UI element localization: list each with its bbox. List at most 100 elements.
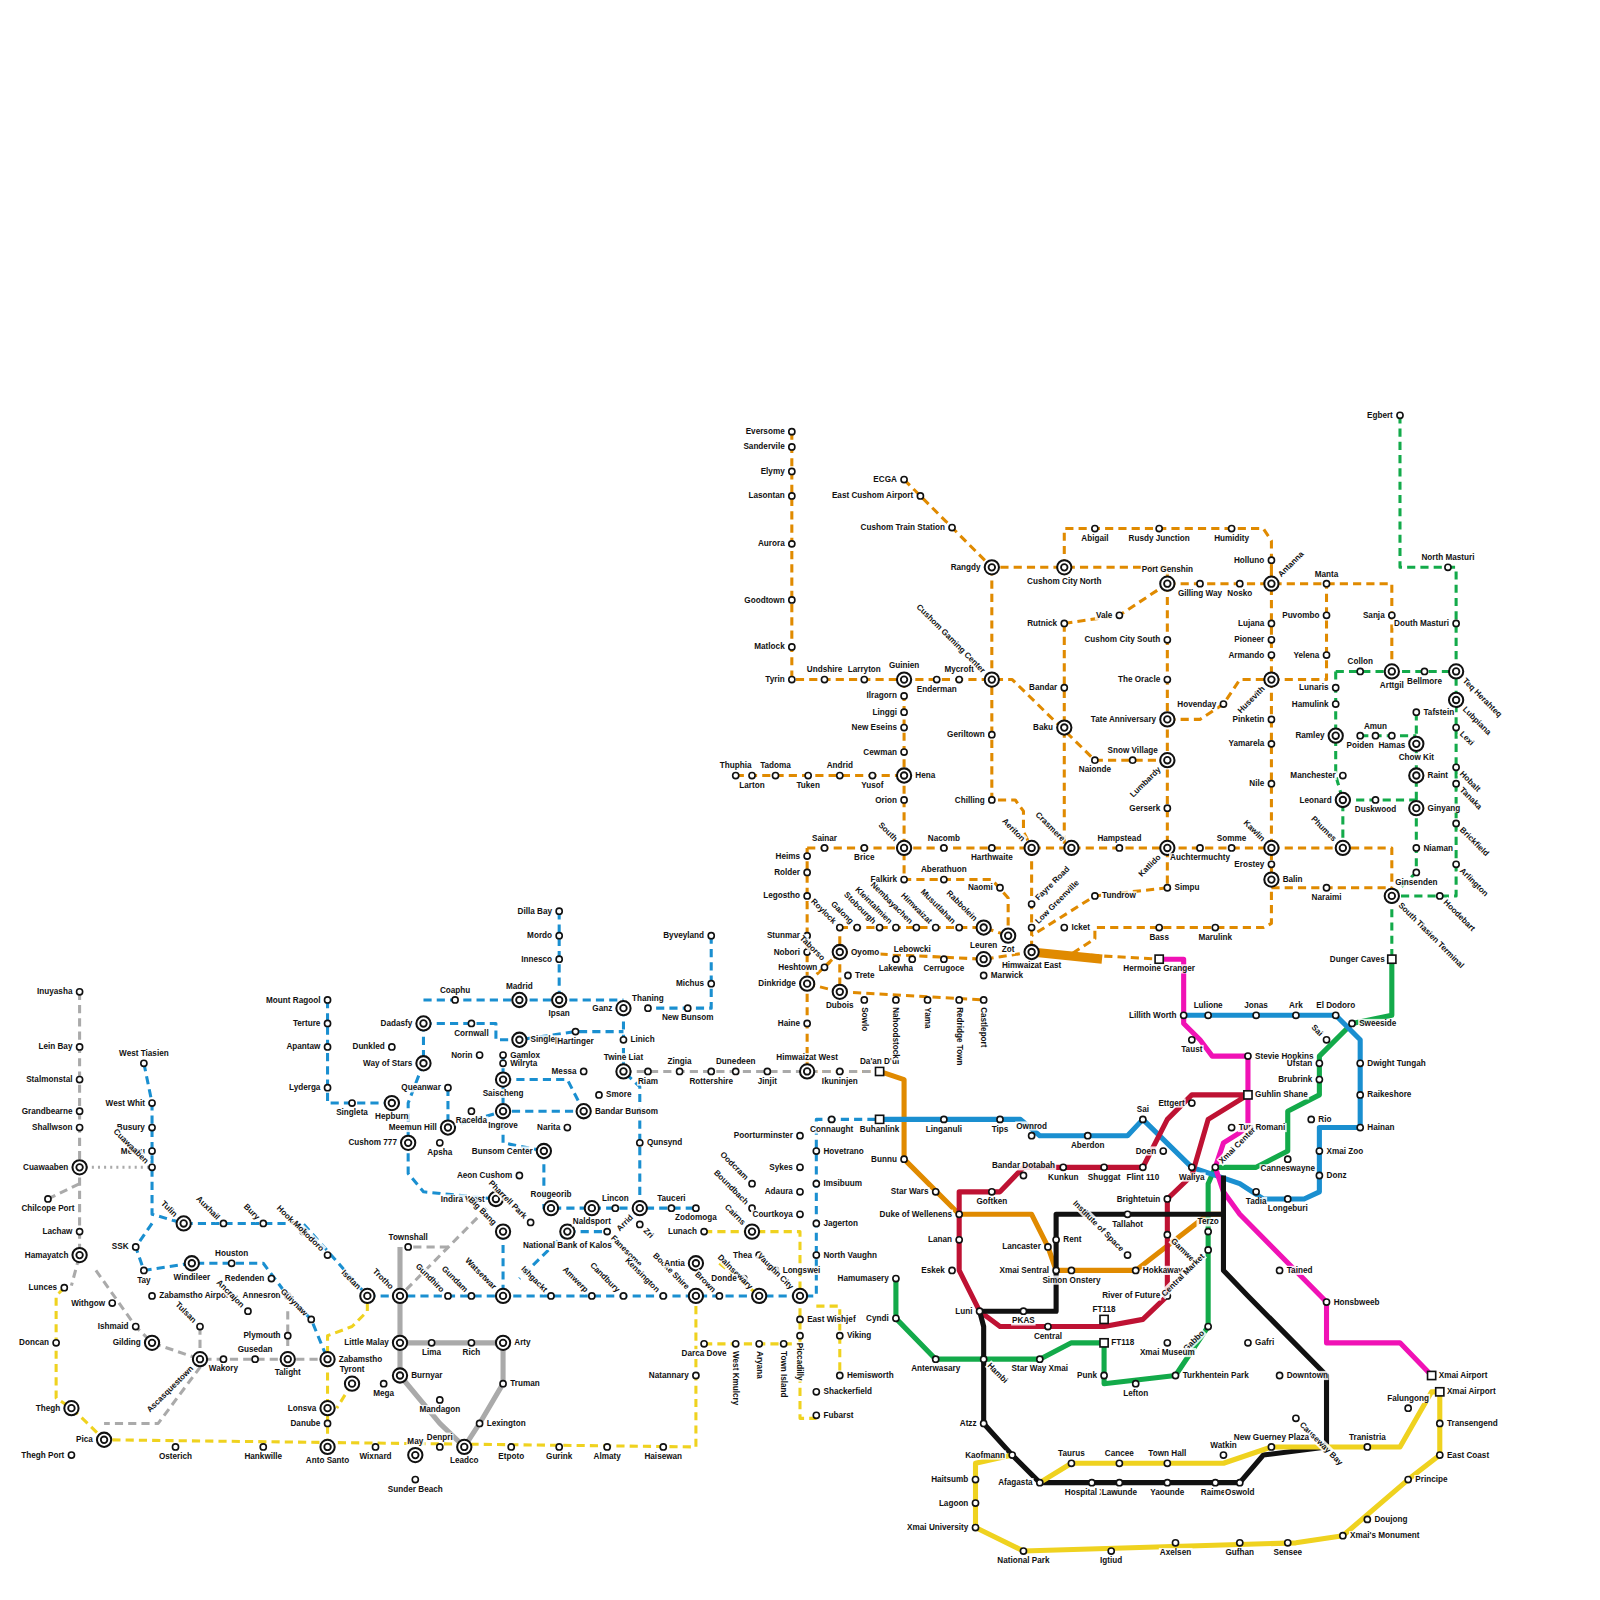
station-label: Wixnard — [358, 1452, 392, 1461]
rail-line — [1064, 529, 1271, 584]
station-label: Lunach — [667, 1227, 698, 1236]
station-dot — [1029, 924, 1035, 930]
station-label: West Whit — [105, 1098, 146, 1107]
station-label: Legostho — [762, 891, 801, 900]
interchange-core — [1453, 697, 1460, 704]
station-dot — [429, 1340, 435, 1346]
station-dot — [1437, 1420, 1443, 1426]
station-label: FT118 — [1091, 1305, 1116, 1314]
interchange-station — [1160, 753, 1174, 767]
station-dot — [804, 893, 810, 899]
interchange-ring — [1385, 889, 1399, 903]
station-dot — [1253, 1012, 1259, 1018]
station-label: National Park — [996, 1556, 1050, 1565]
interchange-ring — [416, 1016, 430, 1030]
station-dot — [797, 1133, 803, 1139]
station-dot — [693, 1205, 699, 1211]
station-label: Rolder — [773, 868, 801, 877]
interchange-core — [364, 1293, 371, 1300]
interchange-station — [1385, 664, 1399, 678]
station-dot — [1453, 724, 1459, 730]
rail-line — [1271, 584, 1326, 680]
station-label: Hamas — [1377, 741, 1406, 750]
station-label: Poiden — [1346, 741, 1375, 750]
station-dot — [1405, 1405, 1411, 1411]
interchange-station — [897, 768, 911, 782]
station-dot — [149, 1124, 155, 1130]
station-label: Plymouth — [242, 1331, 281, 1340]
station-label: Taust — [1180, 1045, 1203, 1054]
rail-line — [328, 1296, 368, 1447]
station-dot — [1453, 620, 1459, 626]
station-dot — [1316, 1148, 1322, 1154]
station-label: Husevith — [1235, 684, 1267, 716]
station-dot — [804, 869, 810, 875]
station-dot — [1245, 1340, 1251, 1346]
station-label: Lyderga — [288, 1083, 321, 1092]
station-label: Redridge Town — [955, 1006, 964, 1066]
rail-line — [792, 432, 1168, 761]
interchange-ring — [1264, 672, 1278, 686]
station-dot — [829, 1116, 835, 1122]
station-label: Cushom 777 — [347, 1138, 398, 1147]
station-label: Nahoodstock — [891, 1006, 900, 1060]
interchange-station — [1336, 793, 1350, 807]
station-label: Singleta — [335, 1108, 369, 1117]
station-label: Tained — [1286, 1266, 1314, 1275]
station-dot — [133, 1244, 139, 1250]
rail-line — [704, 1232, 816, 1419]
station-dot — [913, 924, 919, 930]
station-label: Duke of Wellenens — [879, 1210, 953, 1219]
station-dot — [934, 677, 940, 683]
station-label: Wilryta — [509, 1059, 538, 1068]
station-label: Kaofmann — [964, 1450, 1006, 1459]
station-label: Ramley — [1294, 731, 1325, 740]
station-dot — [508, 1444, 514, 1450]
station-label: New Guerney Plaza — [1233, 1433, 1310, 1442]
station-dot — [564, 1124, 570, 1130]
station-label: Aurora — [757, 539, 786, 548]
station-label: Star Way Xmai — [1011, 1364, 1069, 1373]
station-dot — [1140, 1116, 1146, 1122]
station-dot — [1229, 1124, 1235, 1130]
interchange-ring — [1264, 841, 1278, 855]
station-dot — [77, 1044, 83, 1050]
interchange-station — [977, 952, 991, 966]
station-dot — [1323, 581, 1329, 587]
station-dot — [917, 493, 923, 499]
station-label: Ganz — [591, 1004, 613, 1013]
rail-line — [959, 1095, 1248, 1327]
station-label: Mokodoro — [291, 1218, 327, 1254]
station-label: Goftken — [975, 1197, 1008, 1206]
station-label: Thaning — [631, 994, 665, 1003]
station-label: Truman — [509, 1379, 541, 1388]
station-label: Rent — [1062, 1235, 1082, 1244]
station-label: Lein Bay — [37, 1042, 73, 1051]
interchange-core — [1340, 797, 1347, 804]
station-label: Brubrink — [1277, 1075, 1313, 1084]
station-label: Taurus — [1057, 1449, 1086, 1458]
station-label: Hartinger — [556, 1037, 594, 1046]
interchange-station — [512, 993, 526, 1007]
station-label: Himwaizat West — [775, 1053, 839, 1062]
rail-line — [1064, 623, 1071, 847]
station-label: Ufstan — [1286, 1059, 1313, 1068]
station-dot — [149, 1148, 155, 1154]
station-dot — [1061, 685, 1067, 691]
station-label: Heims — [774, 852, 801, 861]
station-dot — [1277, 1372, 1283, 1378]
station-label: ECGA — [872, 475, 898, 484]
station-dot — [1268, 716, 1274, 722]
station-label: Sainar — [811, 834, 838, 843]
interchange-ring — [1264, 577, 1278, 591]
station-dot — [685, 1005, 691, 1011]
station-label: Lunaris — [1298, 683, 1330, 692]
interchange-ring — [1057, 560, 1071, 574]
station-label: SSK — [111, 1242, 130, 1251]
interchange-core — [1413, 772, 1420, 779]
interchange-core — [500, 1228, 507, 1235]
interchange-core — [1332, 732, 1339, 739]
rail-line — [71, 992, 79, 1286]
station-dot — [660, 1293, 666, 1299]
